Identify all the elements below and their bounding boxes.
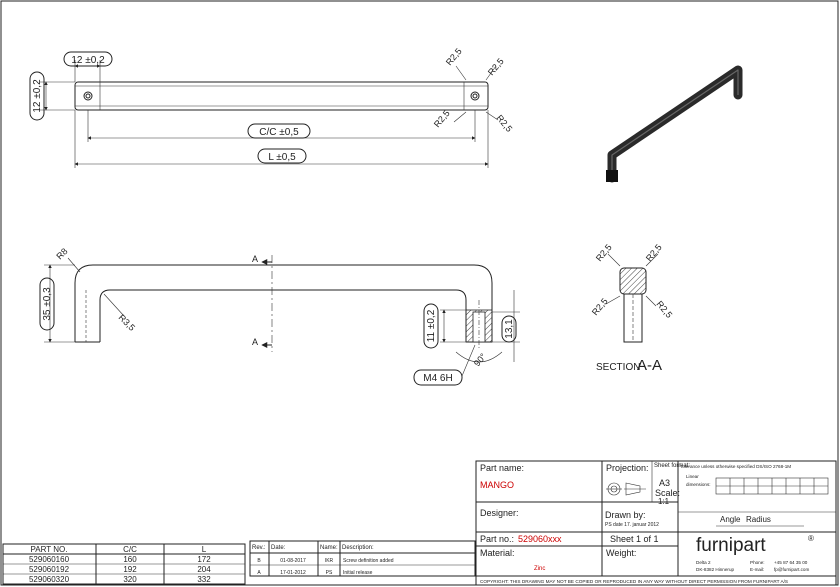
top-radius-1: R2,5 — [444, 46, 464, 67]
tolerance-grid — [715, 477, 829, 495]
parts-header-l: L — [202, 545, 207, 554]
part-no-label: Part no.: — [480, 534, 514, 544]
scale-value: 1:1 — [658, 497, 670, 506]
radius-inner: R3,5 — [117, 312, 138, 333]
rev-header-name: Name: — [320, 545, 338, 551]
rev-row1-date: 01-08-2017 — [280, 558, 306, 564]
parts-row3-cc: 320 — [123, 575, 137, 584]
radius-outer: R8 — [54, 246, 69, 261]
top-width-dim: 12 ±0,2 — [71, 55, 105, 66]
section-radius-2: R2,5 — [644, 242, 664, 263]
sheet-format-label: Sheet format: — [654, 463, 690, 469]
sheet-text: Sheet 1 of 1 — [610, 534, 659, 544]
parts-row1-l: 172 — [197, 555, 211, 564]
copyright-notice: COPYRIGHT: THIS DRAWING MAY NOT BE COPIE… — [480, 579, 788, 584]
parts-header-partno: PART NO. — [31, 545, 68, 554]
sheet-format-value: A3 — [659, 478, 670, 488]
dimensions-label: dimensions: — [686, 482, 711, 487]
title-block: Part name: MANGO Projection: Sheet forma… — [475, 460, 837, 586]
section-caption-prefix: SECTION — [596, 362, 640, 373]
top-radius-4: R2,5 — [494, 113, 514, 134]
top-radius-3: R2,5 — [432, 108, 452, 129]
hole-depth-dim: 13,1 — [504, 319, 515, 339]
material-value: Zinc — [534, 566, 545, 572]
section-marker-bottom: A — [252, 337, 258, 347]
address-line2: DK-8382 Hinnerup — [696, 567, 734, 572]
isometric-view — [606, 65, 743, 183]
parts-row2-cc: 192 — [123, 565, 137, 574]
top-height-dim: 12 ±0,2 — [32, 79, 43, 113]
address-line1: Delta 2 — [696, 560, 711, 565]
parts-row3-l: 332 — [197, 575, 211, 584]
section-radius-1: R2,5 — [594, 242, 614, 263]
hole-width-dim: 11 ±0,2 — [426, 309, 437, 342]
part-name-value: MANGO — [480, 480, 514, 490]
rev-row1-desc: Screw definition added — [343, 558, 394, 564]
weight-label: Weight: — [606, 548, 636, 558]
rev-row1-rev: B — [257, 558, 261, 564]
section-view: R2,5 R2,5 R2,5 R2,5 SECTION A-A — [590, 242, 674, 374]
angle-label: Angle — [720, 515, 741, 524]
side-height-dim: 35 ±0,3 — [42, 287, 53, 321]
parts-table: PART NO. C/C L 529060160 160 172 5290601… — [2, 543, 246, 585]
tolerance-text: Tolerance unless otherwise specified DS/… — [680, 464, 791, 469]
cc-dim: C/C ±0,5 — [259, 127, 299, 138]
designer-label: Designer: — [480, 508, 519, 518]
projection-label: Projection: — [606, 463, 649, 473]
part-name-label: Part name: — [480, 463, 524, 473]
rev-row2-rev: A — [257, 570, 261, 576]
section-marker-top: A — [252, 254, 258, 264]
thread-spec: M4 6H — [423, 373, 452, 384]
parts-header-cc: C/C — [123, 545, 137, 554]
top-radius-2: R2,5 — [486, 56, 506, 77]
parts-row3-partno: 529060320 — [29, 575, 70, 584]
brand-registered: ® — [808, 534, 814, 543]
length-dim: L ±0,5 — [268, 152, 296, 163]
linear-label: Linear — [686, 474, 699, 479]
brand-logo: furnipart — [696, 535, 766, 556]
parts-row2-partno: 529060192 — [29, 565, 70, 574]
side-view: A A R8 R3,5 35 ±0,3 11 ±0,2 13,1 90° M4 … — [39, 246, 520, 386]
section-radius-3: R2,5 — [590, 296, 610, 317]
angle-dim: 90° — [472, 351, 489, 368]
section-radius-4: R2,5 — [654, 299, 674, 320]
phone-value: +45 87 64 35 00 — [774, 560, 808, 565]
email-label: E-mail: — [750, 567, 764, 572]
drawn-by-value: PS date 17. januar 2012 — [605, 522, 659, 528]
parts-row1-partno: 529060160 — [29, 555, 70, 564]
rev-header-date: Date: — [271, 545, 286, 551]
material-label: Material: — [480, 548, 515, 558]
projection-symbol-icon — [606, 482, 646, 496]
rev-row2-desc: Initial release — [343, 570, 373, 576]
radius-label: Radius — [746, 515, 771, 524]
parts-row2-l: 204 — [197, 565, 211, 574]
email-value: fp@furnipart.com — [774, 567, 809, 572]
rev-row2-date: 17-01-2012 — [280, 570, 306, 576]
rev-row1-name: IKR — [325, 558, 334, 564]
part-no-value: 529060xxx — [518, 534, 562, 544]
drawn-by-label: Drawn by: — [605, 510, 646, 520]
revision-table: Rev.: Date: Name: Description: B 01-08-2… — [249, 540, 476, 577]
top-view: 12 ±0,2 12 ±0,2 R2,5 R2,5 R2,5 R2,5 C/C … — [29, 46, 514, 168]
rev-row2-name: PS — [326, 570, 333, 576]
rev-header-rev: Rev.: — [252, 545, 266, 551]
phone-label: Phone: — [750, 560, 765, 565]
parts-row1-cc: 160 — [123, 555, 137, 564]
section-caption-letter: A-A — [637, 357, 662, 374]
scale-label: Scale: — [655, 488, 680, 498]
rev-header-desc: Description: — [342, 545, 374, 551]
